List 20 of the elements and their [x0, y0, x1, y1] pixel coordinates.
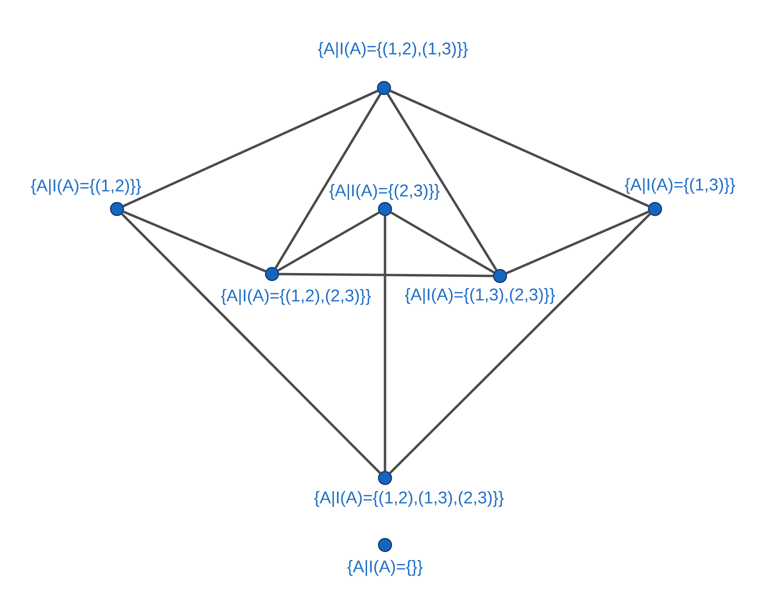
line	[277, 211, 380, 272]
point-label: {A|I(A)={(1,2),(2,3)}}	[221, 289, 371, 305]
line	[121, 213, 381, 474]
line	[274, 93, 382, 269]
point-label: {A|I(A)={(1,3)}}	[624, 178, 736, 194]
point-label: {A|I(A)={(1,2),(1,3),(2,3)}}	[314, 491, 504, 507]
line	[389, 213, 651, 474]
line	[390, 211, 495, 274]
point-label: {A|I(A)={(1,2),(1,3)}}	[318, 42, 468, 58]
point-label: {A|I(A)={(1,3),(2,3)}}	[405, 288, 555, 304]
line	[279, 272, 494, 278]
line	[386, 93, 498, 271]
line	[122, 90, 378, 208]
line	[390, 90, 650, 208]
point-label: {A|I(A)={}}	[347, 560, 423, 576]
line	[506, 210, 650, 274]
point-label: {A|I(A)={(2,3)}}	[329, 184, 440, 200]
line	[384, 216, 386, 471]
point-label: {A|I(A)={(1,2)}}	[30, 179, 142, 195]
line	[123, 210, 266, 272]
